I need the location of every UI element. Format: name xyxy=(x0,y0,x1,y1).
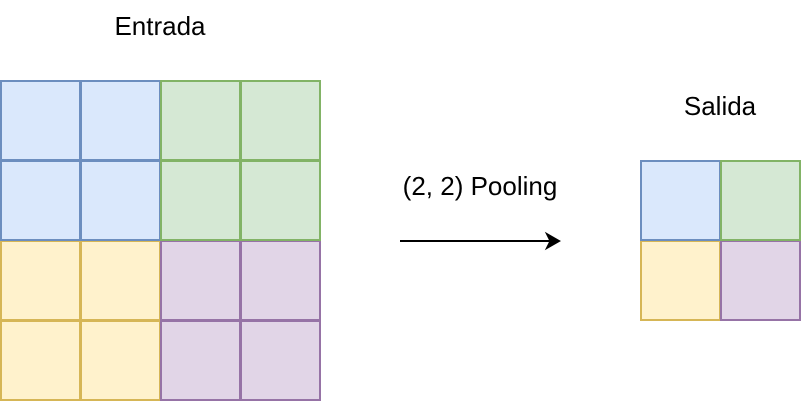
input-cell-green xyxy=(160,80,241,161)
output-cell-green xyxy=(720,160,801,241)
input-cell-yellow xyxy=(0,320,81,401)
output-cell-purple xyxy=(720,240,801,321)
input-cell-blue xyxy=(80,80,161,161)
input-grid xyxy=(0,80,321,401)
input-cell-purple xyxy=(240,240,321,321)
input-cell-green xyxy=(160,160,241,241)
pooling-label: (2, 2) Pooling xyxy=(402,171,558,201)
input-cell-blue xyxy=(0,160,81,241)
input-cell-yellow xyxy=(0,240,81,321)
output-grid xyxy=(640,160,801,321)
input-cell-yellow xyxy=(80,320,161,401)
input-cell-green xyxy=(240,160,321,241)
input-cell-green xyxy=(240,80,321,161)
output-title: Salida xyxy=(683,91,757,121)
input-cell-purple xyxy=(160,240,241,321)
output-cell-yellow xyxy=(640,240,721,321)
input-cell-purple xyxy=(160,320,241,401)
input-cell-purple xyxy=(240,320,321,401)
input-cell-yellow xyxy=(80,240,161,321)
output-cell-blue xyxy=(640,160,721,241)
input-cell-blue xyxy=(0,80,81,161)
input-title: Entrada xyxy=(114,11,206,41)
input-cell-blue xyxy=(80,160,161,241)
arrow-icon xyxy=(400,231,562,251)
